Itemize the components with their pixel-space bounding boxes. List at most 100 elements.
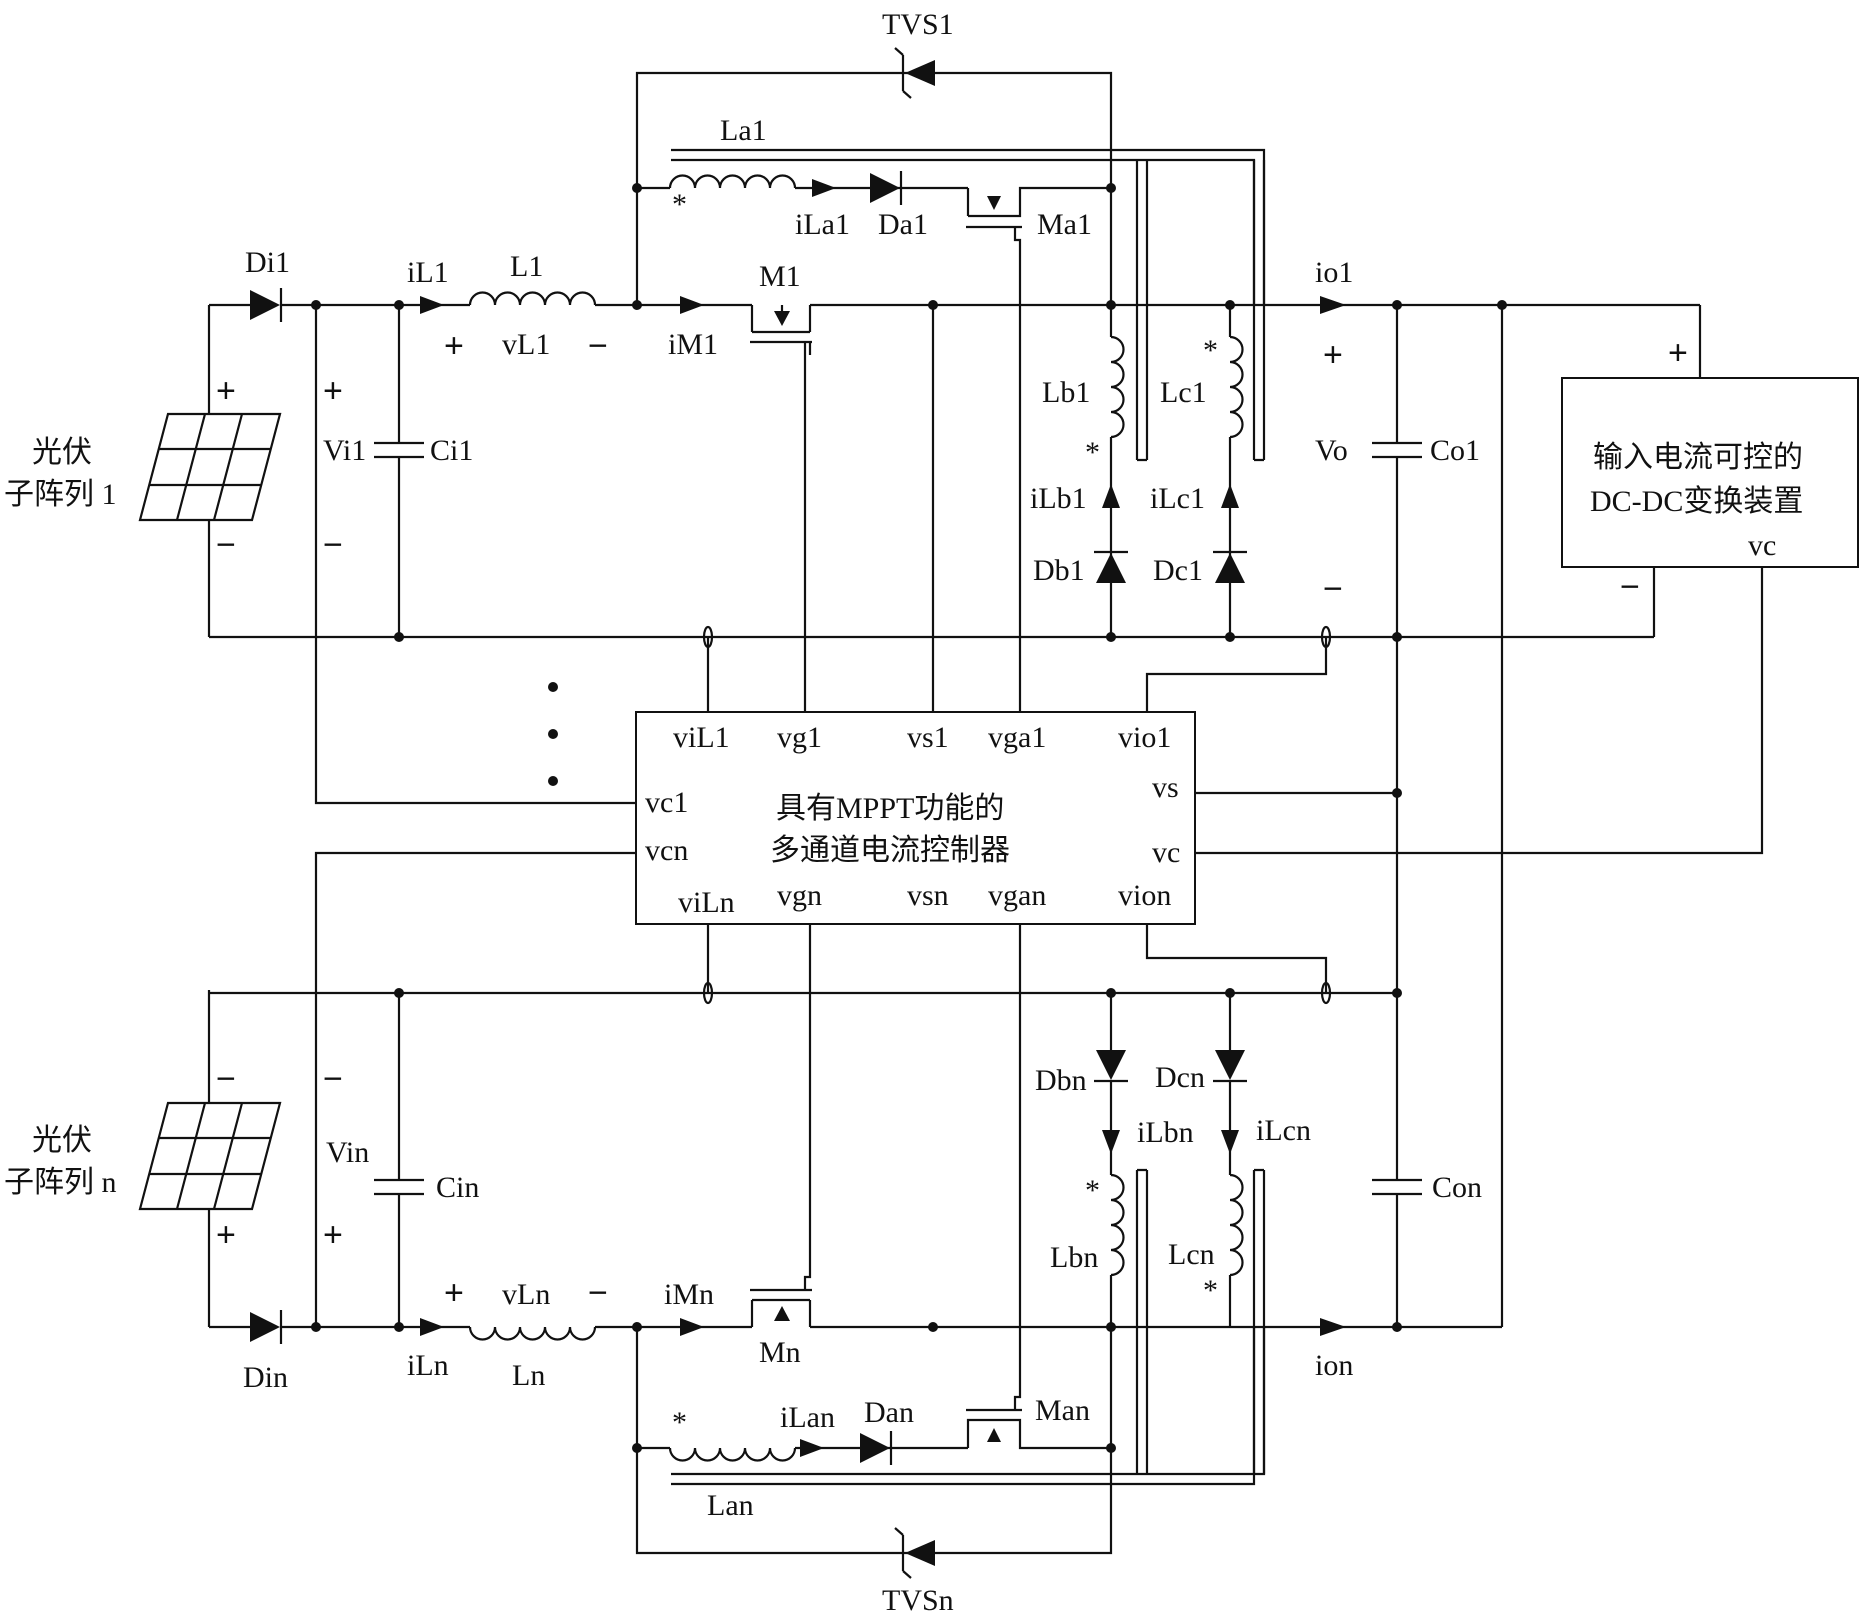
label-star-lb1: * [1085, 436, 1100, 469]
inductor-lcn [1213, 993, 1247, 1327]
pin-vga1: vga1 [988, 721, 1046, 754]
label-minus-vi1: − [323, 526, 343, 564]
label-ilbn: iLbn [1137, 1116, 1194, 1149]
label-ilb1: iLb1 [1030, 482, 1087, 515]
channel-1 [140, 48, 1762, 1327]
controller-line2: 多通道电流控制器 [770, 834, 1010, 867]
inductor-lbn [1094, 993, 1128, 1327]
label-minus-vo: − [1323, 570, 1343, 608]
label-tvsn: TVSn [882, 1584, 954, 1616]
label-ilc1: iLc1 [1150, 482, 1205, 515]
label-lcn: Lcn [1168, 1238, 1215, 1271]
label-vln: vLn [502, 1278, 550, 1311]
label-il1: iL1 [407, 256, 449, 289]
label-vin: Vin [326, 1136, 369, 1169]
label-plus-l1: + [444, 327, 464, 365]
inductor-lc1 [1213, 305, 1247, 637]
label-plus-vo: + [1323, 336, 1343, 374]
mosfet-mn [750, 924, 812, 1327]
inductor-ln [470, 1327, 595, 1340]
label-plus-dcdc: + [1668, 334, 1688, 372]
dcdc-line1: 输入电流可控的 [1593, 441, 1803, 474]
label-plus-pvn: + [216, 1216, 236, 1254]
label-star-lc1: * [1203, 334, 1218, 367]
label-plus-vi1: + [323, 372, 343, 410]
label-mn: Mn [759, 1336, 801, 1369]
label-db1: Db1 [1033, 554, 1085, 587]
label-lb1: Lb1 [1042, 376, 1090, 409]
label-dbn: Dbn [1035, 1064, 1087, 1097]
label-star-lbn: * [1085, 1174, 1100, 1207]
label-ilan: iLan [780, 1401, 835, 1434]
pin-vcn: vcn [645, 834, 688, 867]
label-vo: Vo [1315, 434, 1348, 467]
label-minus-ln: − [588, 1274, 608, 1312]
pin-vs1: vs1 [907, 721, 949, 754]
label-ion: ion [1315, 1349, 1353, 1382]
label-star-lan: * [672, 1406, 687, 1439]
pin-vsn: vsn [907, 879, 949, 912]
label-star-lcn: * [1203, 1274, 1218, 1307]
label-pv1-line1: 光伏 [32, 436, 92, 469]
pin-vgan: vgan [988, 879, 1046, 912]
diode-di1 [209, 288, 281, 322]
label-io1: io1 [1315, 256, 1353, 289]
label-l1: L1 [510, 250, 543, 283]
label-ln: Ln [512, 1359, 545, 1392]
capacitor-ci1 [374, 305, 424, 637]
label-minus-pvn: − [216, 1060, 236, 1098]
label-ila1: iLa1 [795, 208, 850, 241]
label-pvn-line2: 子阵列 n [4, 1166, 117, 1199]
label-m1: M1 [759, 260, 801, 293]
label-lbn: Lbn [1050, 1241, 1098, 1274]
label-vl1: vL1 [502, 328, 550, 361]
label-minus-dcdc: − [1620, 568, 1640, 606]
label-ci1: Ci1 [430, 434, 473, 467]
pv-array-n-icon [140, 1103, 280, 1209]
label-da1: Da1 [878, 208, 928, 241]
pv-array-1-icon [140, 414, 280, 520]
inductor-lb1 [1094, 305, 1128, 637]
label-din: Din [243, 1361, 288, 1394]
labels: TVS1 La1 * iLa1 Da1 Ma1 Di1 iL1 L1 + vL1… [4, 8, 1803, 1616]
pin-vio1: vio1 [1118, 721, 1171, 754]
label-minus-vin: − [323, 1060, 343, 1098]
label-co1: Co1 [1430, 434, 1480, 467]
pin-vc: vc [1152, 836, 1180, 869]
mosfet-m1 [750, 305, 812, 712]
label-cin: Cin [436, 1171, 479, 1204]
pin-vion: vion [1118, 879, 1171, 912]
label-man: Man [1035, 1394, 1090, 1427]
label-dc1: Dc1 [1153, 554, 1203, 587]
label-star-la1: * [672, 188, 687, 221]
label-di1: Di1 [245, 246, 290, 279]
capacitor-co1 [1372, 305, 1422, 990]
label-la1: La1 [720, 114, 767, 147]
label-tvs1: TVS1 [882, 8, 954, 41]
pin-vs: vs [1152, 771, 1179, 804]
inductor-lan [670, 1448, 795, 1461]
diode-din [209, 1310, 281, 1344]
capacitor-con [1372, 993, 1422, 1327]
label-con: Con [1432, 1171, 1482, 1204]
pin-vil1: viL1 [673, 721, 730, 754]
dcdc-line2: DC-DC变换装置 [1590, 485, 1803, 518]
label-iln: iLn [407, 1349, 449, 1382]
label-imn: iMn [664, 1278, 714, 1311]
label-plus-vin: + [323, 1216, 343, 1254]
inductor-la1 [670, 176, 795, 189]
pin-vg1: vg1 [777, 721, 822, 754]
label-dcn: Dcn [1155, 1061, 1205, 1094]
label-lc1: Lc1 [1160, 376, 1207, 409]
label-im1: iM1 [668, 328, 718, 361]
label-ilcn: iLcn [1256, 1114, 1311, 1147]
label-plus-pv1: + [216, 372, 236, 410]
pin-viln: viLn [678, 886, 735, 919]
label-minus-l1: − [588, 327, 608, 365]
label-plus-ln: + [444, 1274, 464, 1312]
channel-n [140, 853, 1502, 1578]
inductor-l1 [470, 293, 595, 306]
label-ma1: Ma1 [1037, 208, 1092, 241]
dcdc-pin-vc: vc [1748, 529, 1776, 562]
label-minus-pv1: − [216, 526, 236, 564]
